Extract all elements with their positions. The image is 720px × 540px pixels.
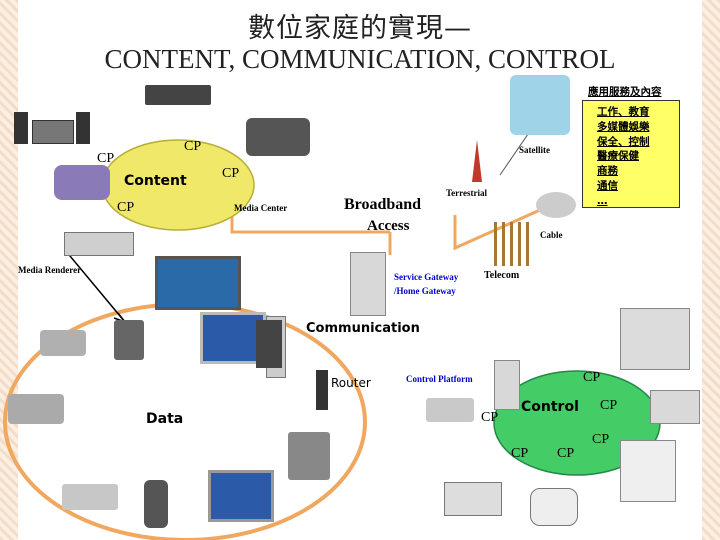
content-cp-left: CP [97, 151, 115, 166]
service-gateway-pc-icon [350, 252, 386, 316]
content-cp-bottom: CP [117, 200, 135, 215]
flat-tv-device [155, 256, 241, 310]
rice-cooker-device [530, 488, 578, 526]
renderer-arrow [64, 249, 126, 323]
tablet-device [288, 432, 330, 480]
control-label: Control [521, 399, 579, 415]
control-platform-label: Control Platform [406, 374, 473, 384]
services-callout: 工作、教育 多媒體娛樂 保全、控制 醫療保健 商務 通信 … [582, 100, 680, 208]
callout-item: … [597, 194, 608, 207]
microwave-device [444, 482, 502, 516]
digital-camera-device [40, 330, 86, 356]
callout-item: 醫療保健 [597, 150, 639, 163]
control-cp-bottom-left: CP [511, 446, 529, 461]
security-camera-device [426, 398, 474, 422]
control-platform-pc-icon [494, 360, 520, 410]
stereo-system-device [14, 108, 96, 146]
callout-item: 工作、教育 [597, 106, 650, 118]
content-cp-right: CP [222, 166, 240, 181]
control-cp-right: CP [600, 398, 618, 413]
refrigerator-device [620, 308, 690, 370]
page-title: 數位家庭的實現— [248, 13, 472, 44]
cable-tower-icon [494, 222, 530, 266]
control-cp-bottom-right: CP [592, 432, 610, 447]
callout-item: 保全、控制 [597, 135, 650, 148]
telecom-label: Telecom [484, 270, 520, 281]
satellite-dish-icon [462, 140, 502, 182]
laptop-device [208, 470, 274, 522]
city-skyline-icon [510, 75, 570, 135]
callout-item: 商務 [597, 165, 618, 178]
set-top-box-device [145, 85, 211, 105]
right-decorative-stripe [702, 0, 720, 540]
pda-device [114, 320, 144, 360]
page-subtitle: CONTENT, COMMUNICATION, CONTROL [104, 44, 616, 74]
satellite-label: Satellite [519, 145, 550, 155]
printer-device [8, 394, 64, 424]
callout-item: 通信 [597, 179, 618, 192]
media-renderer-label: Media Renderer [18, 265, 82, 275]
cable-label: Cable [540, 230, 563, 240]
server-tower-device [256, 320, 282, 368]
mobile-phone-device [144, 480, 168, 528]
data-label: Data [146, 411, 184, 427]
communication-label: Communication [306, 321, 420, 336]
washing-machine-device [620, 440, 676, 502]
access-label: Access [367, 218, 410, 234]
router-device [316, 370, 328, 410]
control-cp-top: CP [583, 370, 601, 385]
game-console-device [54, 165, 110, 200]
callout-item: 多媒體娛樂 [597, 120, 650, 133]
home-gateway-label: /Home Gateway [394, 286, 456, 296]
media-renderer-device [64, 232, 134, 256]
content-label: Content [124, 173, 187, 189]
scanner-device [62, 484, 118, 510]
air-conditioner-device [650, 390, 700, 424]
services-callout-heading: 應用服務及內容 [588, 86, 662, 98]
media-center-label: Media Center [234, 203, 288, 213]
control-cp-left: CP [481, 410, 499, 425]
terrestrial-label: Terrestrial [446, 188, 487, 198]
service-gateway-label: Service Gateway [394, 272, 459, 282]
broadband-label: Broadband [344, 196, 422, 213]
router-label: Router [331, 376, 371, 390]
camcorder-device [246, 118, 310, 156]
cable-satellite-icon [536, 192, 576, 218]
content-cp-top: CP [184, 139, 202, 154]
control-cp-bottom: CP [557, 446, 575, 461]
